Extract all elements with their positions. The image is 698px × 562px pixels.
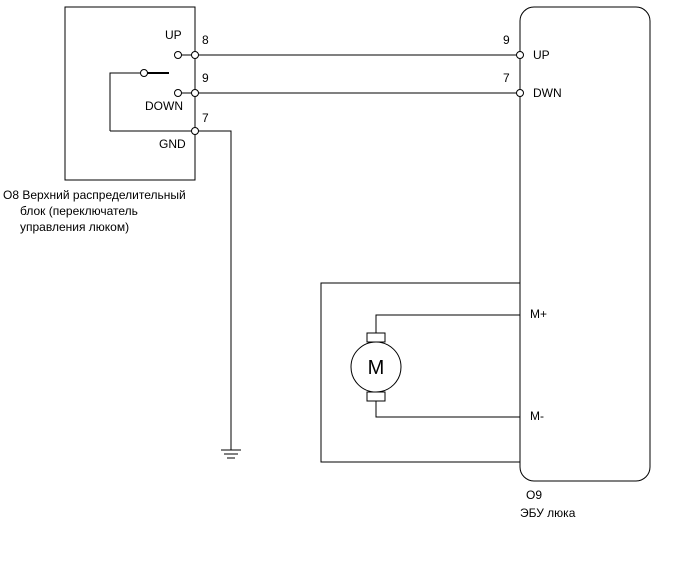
- connector-pin-icon: [516, 89, 524, 97]
- connector-pin-icon: [191, 127, 199, 135]
- motor-icon: [350, 341, 402, 393]
- switch-pin-up-number: 8: [202, 33, 209, 47]
- motor-housing-outline: [320, 282, 520, 463]
- ecu-pin-mplus-label: M+: [530, 307, 547, 321]
- ecu-pin-up-number: 9: [503, 33, 510, 47]
- switch-up-contact-icon: [174, 51, 182, 59]
- switch-pin-down-label: DOWN: [145, 99, 183, 113]
- motor-brush-top-icon: [366, 332, 386, 343]
- connector-pin-icon: [191, 51, 199, 59]
- switch-block-designation: O8 Верхний распределительный: [3, 188, 186, 202]
- connector-pin-icon: [516, 51, 524, 59]
- switch-block-caption-line-1: блок (переключатель: [20, 204, 138, 218]
- motor-brush-bottom-icon: [366, 391, 386, 402]
- ecu-block: 9 7 UP DWN M+ M- O9 ЭБУ люка: [503, 6, 651, 520]
- switch-pin-gnd-number: 7: [202, 111, 209, 125]
- ecu-pin-dwn-label: DWN: [533, 86, 562, 100]
- switch-pin-gnd-label: GND: [159, 137, 186, 151]
- wire-ground: [198, 130, 232, 450]
- ground-icon: [221, 449, 241, 459]
- motor-letter: M: [368, 357, 385, 379]
- ecu-designation: O9: [526, 488, 542, 502]
- ecu-pin-up-label: UP: [533, 48, 550, 62]
- motor-assembly: M: [320, 282, 520, 463]
- ecu-pin-mminus-label: M-: [530, 409, 544, 423]
- connector-pin-icon: [191, 89, 199, 97]
- switch-arm-wire: [109, 72, 144, 131]
- ecu-outline: [519, 6, 651, 482]
- ecu-pin-dwn-number: 7: [503, 71, 510, 85]
- wire-motor-plus: [375, 314, 520, 333]
- switch-block: UP DOWN GND 8 9 7 O8 Верхний распределит…: [3, 6, 209, 234]
- switch-arm-pivot-icon: [140, 69, 148, 77]
- ecu-caption: ЭБУ люка: [520, 506, 576, 520]
- switch-pin-down-number: 9: [202, 71, 209, 85]
- wire-motor-minus: [375, 401, 520, 418]
- switch-block-caption-line-2: управления люком): [20, 220, 129, 234]
- switch-down-contact-icon: [174, 89, 182, 97]
- switch-pin-up-label: UP: [165, 28, 182, 42]
